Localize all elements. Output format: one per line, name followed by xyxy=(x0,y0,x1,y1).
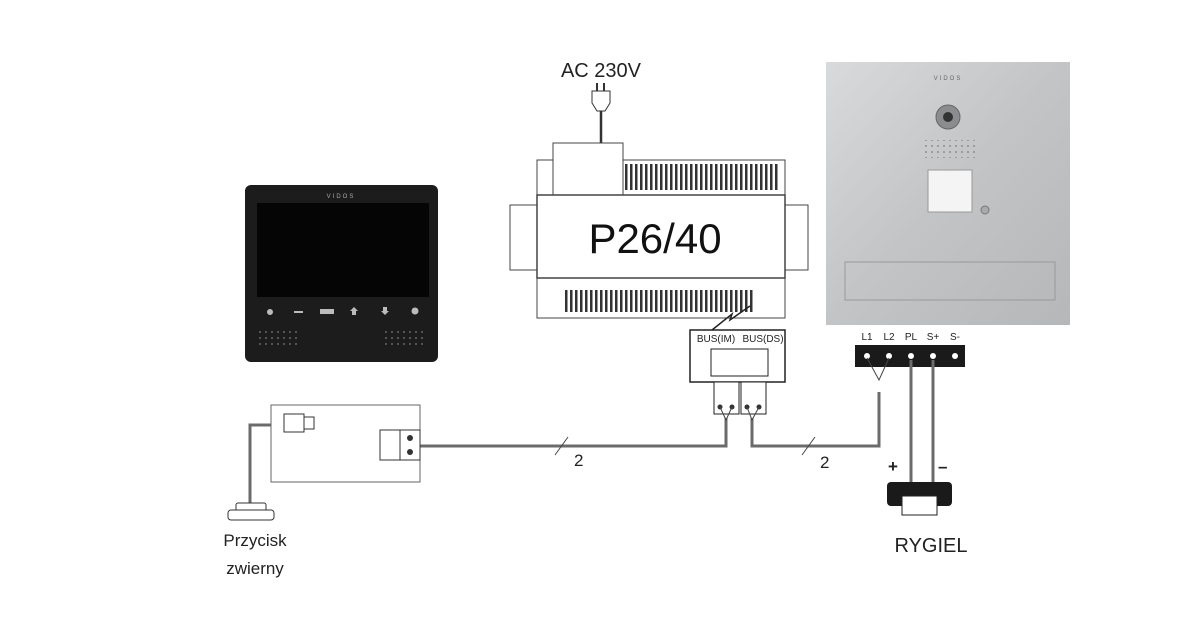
menu-icon xyxy=(411,307,419,315)
door-station: VIDOS L1 L2 PL S+ S- xyxy=(826,62,1070,367)
up-arrow-icon xyxy=(350,307,358,315)
down-arrow-icon xyxy=(381,307,389,315)
minus-label: – xyxy=(938,457,947,476)
terminal-l1: L1 xyxy=(861,332,873,343)
name-tag xyxy=(927,169,973,213)
bus-ds-label: BUS(DS) xyxy=(742,334,783,345)
wire-count-im: 2 xyxy=(574,451,583,470)
monitor-screen xyxy=(257,203,429,297)
electric-lock: RYGIEL xyxy=(887,482,968,557)
power-supply-p26-40: P26/40 BUS(IM) BUS(DS) xyxy=(509,142,809,415)
nameplate-slot xyxy=(844,261,1056,301)
terminal-s-plus: S+ xyxy=(927,332,940,343)
door-brand: VIDOS xyxy=(934,76,963,82)
wires xyxy=(248,360,935,505)
terminal-l2: L2 xyxy=(883,332,895,343)
mute-icon xyxy=(320,309,334,314)
indoor-monitor: VIDOS xyxy=(245,185,438,362)
call-button xyxy=(980,205,990,215)
plus-label: + xyxy=(888,457,898,476)
key-icon xyxy=(294,311,303,313)
speaker-grille-right xyxy=(382,328,427,348)
push-button: Przycisk zwierny xyxy=(223,502,287,578)
bus-im-label: BUS(IM) xyxy=(697,334,735,345)
switch-icon xyxy=(283,413,305,433)
monitor-buttons xyxy=(267,307,419,315)
model-label: P26/40 xyxy=(588,215,721,262)
wire-count-ds: 2 xyxy=(820,453,829,472)
wire-bus-im xyxy=(420,418,728,448)
terminal-s-minus: S- xyxy=(950,332,960,343)
monitor-brand: VIDOS xyxy=(327,194,356,200)
power-plug: AC 230V xyxy=(561,60,642,145)
button-module xyxy=(270,404,421,483)
wire-bus-ds xyxy=(750,392,881,448)
ac-label: AC 230V xyxy=(561,60,642,82)
speaker-grille-left xyxy=(256,328,301,348)
button-label-2: zwierny xyxy=(226,559,284,578)
terminal-pl: PL xyxy=(905,332,918,343)
lock-label: RYGIEL xyxy=(895,535,968,557)
button-label-1: Przycisk xyxy=(223,531,287,550)
talk-icon xyxy=(267,309,273,315)
